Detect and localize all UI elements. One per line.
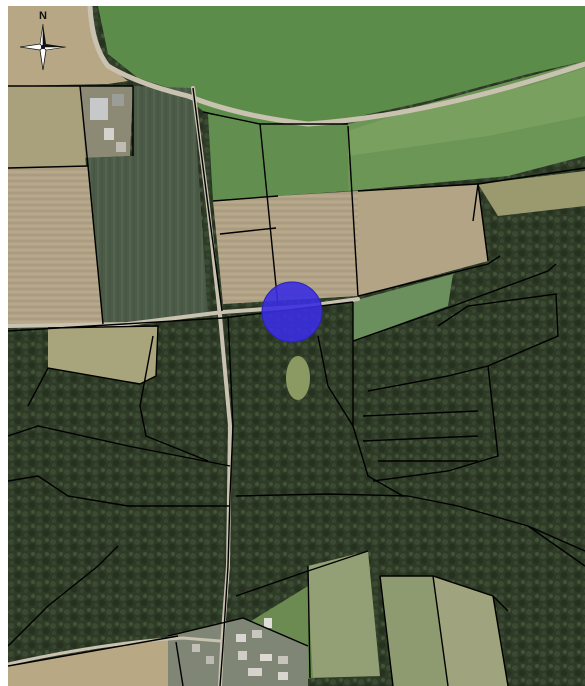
compass-rose: N <box>18 10 68 76</box>
building <box>248 668 262 676</box>
compass-icon <box>19 23 67 71</box>
building <box>278 656 288 664</box>
field <box>380 576 448 686</box>
building <box>90 98 108 120</box>
field <box>478 171 585 216</box>
field <box>8 6 128 86</box>
field <box>308 551 380 678</box>
clearing <box>286 356 310 400</box>
building <box>236 634 246 642</box>
field <box>353 274 453 341</box>
building <box>116 142 126 152</box>
building <box>264 618 272 628</box>
map-imagery <box>8 6 585 686</box>
building <box>104 128 114 140</box>
building <box>278 672 288 680</box>
location-marker[interactable] <box>261 281 323 343</box>
field <box>358 184 488 296</box>
field <box>213 191 358 304</box>
building <box>192 644 200 652</box>
field <box>348 68 585 156</box>
field <box>8 166 103 326</box>
field <box>48 326 158 384</box>
compass-north-label: N <box>39 10 47 22</box>
building <box>260 654 272 661</box>
field <box>8 636 186 686</box>
parcel-boundaries <box>8 85 585 686</box>
building <box>238 651 247 660</box>
building <box>206 656 214 664</box>
field <box>8 86 86 168</box>
building <box>112 94 124 106</box>
field <box>88 86 208 324</box>
building <box>252 630 262 638</box>
field <box>433 576 508 686</box>
field <box>208 114 348 201</box>
field <box>98 6 585 124</box>
satellite-map[interactable]: N <box>8 6 585 686</box>
